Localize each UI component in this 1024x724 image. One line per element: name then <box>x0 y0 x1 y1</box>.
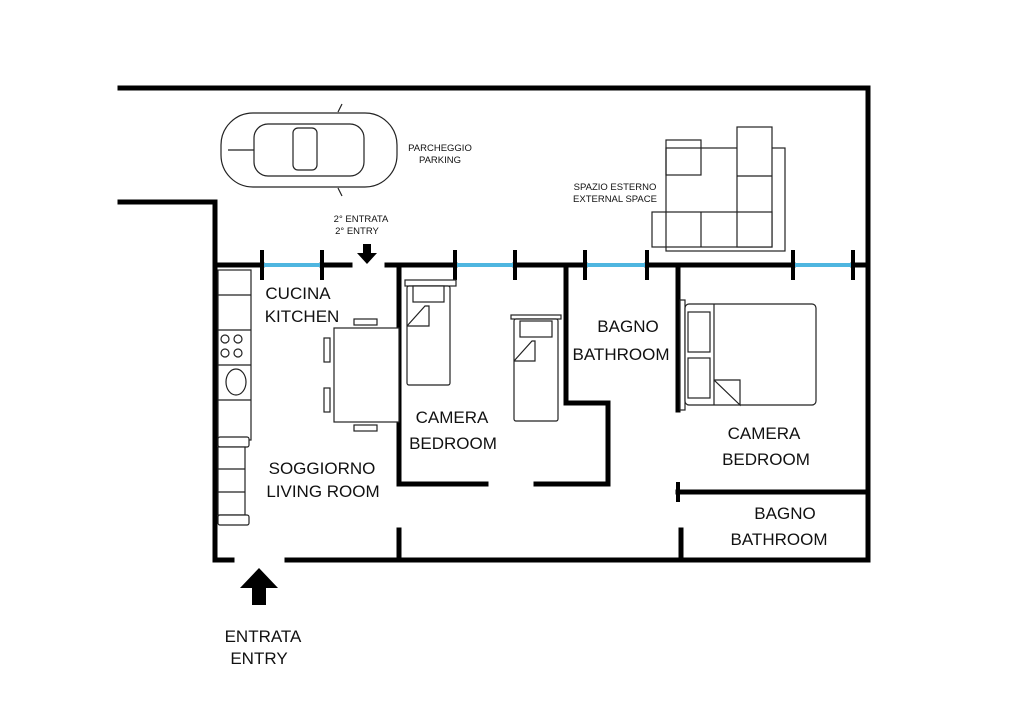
bedroom2-label-en: BEDROOM <box>722 450 810 469</box>
outdoor-label-en: EXTERNAL SPACE <box>573 194 657 205</box>
walls <box>117 85 871 563</box>
living-label-en: LIVING ROOM <box>266 482 379 501</box>
kitchen-counter <box>217 269 252 441</box>
outdoor-table <box>665 139 702 176</box>
bathroom2-label-en: BATHROOM <box>731 530 828 549</box>
entry-arrow-icon <box>240 568 278 605</box>
entry-label-en: ENTRY <box>230 649 287 668</box>
single-bed <box>510 314 562 422</box>
bathroom1-label-it: BAGNO <box>597 317 658 336</box>
parking-label-it: PARCHEGGIO <box>408 143 472 154</box>
outdoor-sofa <box>651 126 786 252</box>
double-bed <box>679 299 817 411</box>
bedroom1-label-it: CAMERA <box>416 408 489 427</box>
living-label-it: SOGGIORNO <box>269 459 376 478</box>
parking-label-en: PARKING <box>419 155 461 166</box>
room-labels: CUCINA KITCHEN SOGGIORNO LIVING ROOM CAM… <box>225 143 828 668</box>
outdoor-label-it: SPAZIO ESTERNO <box>574 182 657 193</box>
bedroom1-label-en: BEDROOM <box>409 434 497 453</box>
dining-table <box>323 318 400 432</box>
bathroom1-label-en: BATHROOM <box>573 345 670 364</box>
second-entry-label-en: 2° ENTRY <box>335 226 379 237</box>
kitchen-label-it: CUCINA <box>265 284 331 303</box>
single-bed <box>404 279 457 386</box>
kitchen-label-en: KITCHEN <box>265 307 340 326</box>
second-entry-arrow-icon <box>357 244 377 264</box>
windows <box>260 250 855 280</box>
bedroom2-label-it: CAMERA <box>728 424 801 443</box>
sofa <box>217 436 250 526</box>
entry-label-it: ENTRATA <box>225 627 302 646</box>
car-icon <box>220 103 398 197</box>
second-entry-label-it: 2° ENTRATA <box>334 214 389 225</box>
bathroom2-label-it: BAGNO <box>754 504 815 523</box>
